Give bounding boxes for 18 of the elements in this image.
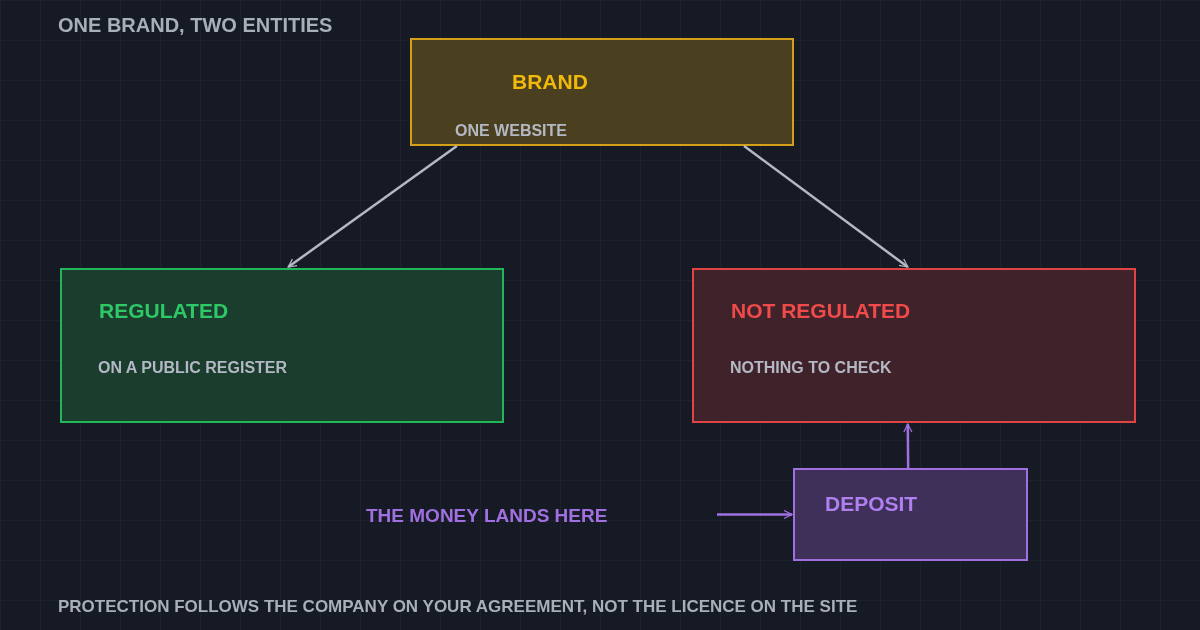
entity-box bbox=[692, 268, 1136, 423]
box-heading: BRAND bbox=[512, 69, 588, 95]
entity-box bbox=[410, 38, 794, 146]
note-label: THE MONEY LANDS HERE bbox=[366, 504, 608, 528]
arrow bbox=[717, 509, 793, 520]
box-heading: REGULATED bbox=[99, 298, 229, 324]
box-text: ONE WEBSITE bbox=[455, 121, 567, 141]
caption: PROTECTION FOLLOWS THE COMPANY ON YOUR AGREEMENT, NOT THE LICENCE ON THE SITE bbox=[58, 596, 858, 618]
entity-box bbox=[60, 268, 504, 423]
entity-box bbox=[793, 468, 1028, 561]
box-text: NOTHING TO CHECK bbox=[730, 358, 892, 378]
diagram-title: ONE BRAND, TWO ENTITIES bbox=[58, 13, 333, 38]
arrow bbox=[903, 423, 913, 468]
box-heading: NOT REGULATED bbox=[731, 298, 911, 324]
box-text: ON A PUBLIC REGISTER bbox=[98, 358, 288, 378]
box-heading: DEPOSIT bbox=[825, 491, 918, 517]
arrow bbox=[287, 145, 458, 268]
arrow bbox=[743, 145, 909, 268]
